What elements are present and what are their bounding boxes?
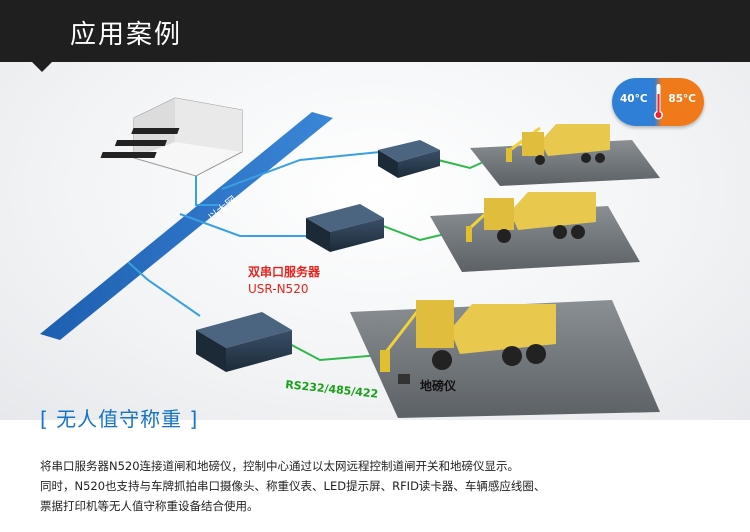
description-line: 同时，N520也支持与车牌抓拍串口摄像头、称重仪表、LED提示屏、RFID读卡器… [40,479,546,493]
min-temp: 40°C [620,93,648,105]
temperature-range-badge: 40°C 85°C [612,78,704,126]
truck-3 [416,300,556,370]
serial-server-1 [378,140,440,178]
page-title: 应用案例 [70,20,183,50]
description-line: 票据打印机等无人值守称重设备结合使用。 [40,499,259,513]
truck-1 [522,124,610,165]
server-model: USR-N520 [248,282,309,296]
description-line: 将串口服务器N520连接道闸和地磅仪，控制中心通过以太网远程控制道闸开关和地磅仪… [40,459,520,473]
section-title: [ 无人值守称重 ] [40,407,199,431]
serial-server-2 [306,204,384,252]
server-type: 双串口服务器 [248,265,321,279]
thermometer-icon [654,84,663,120]
header-bar: 应用案例 [0,0,750,62]
barrier-posts [380,148,512,372]
truck-2 [484,192,596,243]
control-room [100,97,243,177]
application-diagram: 以太网 [40,97,660,418]
header-notch [30,60,54,72]
serial-server-3 [196,312,292,372]
scale-indicator [398,374,410,384]
max-temp: 85°C [668,93,696,105]
description: 将串口服务器N520连接道闸和地磅仪，控制中心通过以太网远程控制道闸开关和地磅仪… [40,456,720,516]
serial-server-label: 双串口服务器 USR-N520 [248,264,368,298]
weighbridge-1 [470,140,660,186]
ethernet-cables [127,151,381,317]
weighbridge-label: 地磅仪 [420,379,457,393]
